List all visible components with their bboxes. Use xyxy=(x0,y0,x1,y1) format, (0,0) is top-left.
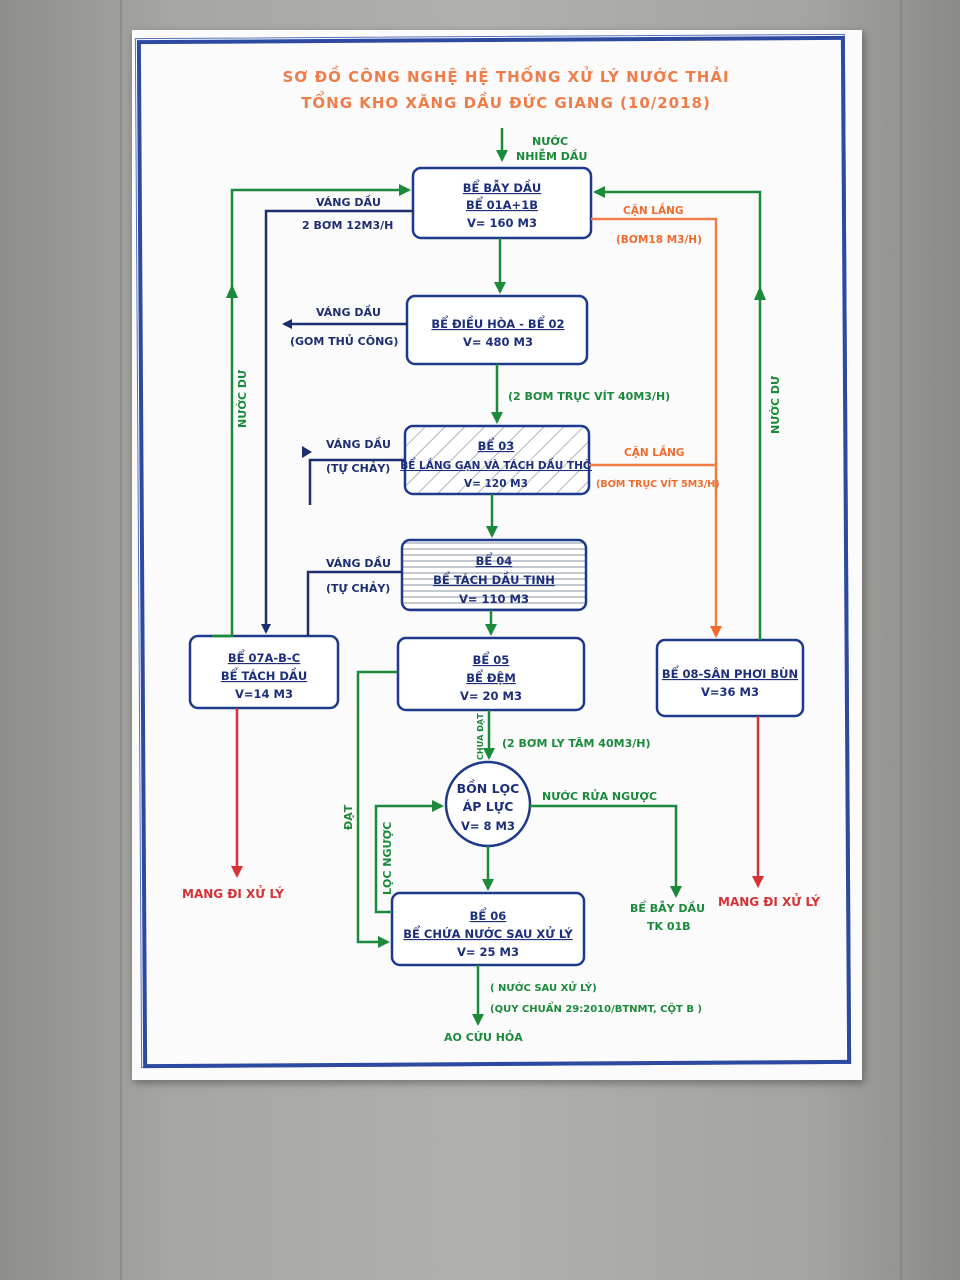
flow-backwash-water xyxy=(530,804,682,898)
tank-07-line1: BỂ 07A-B-C xyxy=(228,648,300,665)
oil-trap-out-line2: TK 01B xyxy=(647,920,691,933)
filter-line2: ÁP LỰC xyxy=(463,799,514,814)
flow-backwash-loop xyxy=(374,800,444,914)
filter-volume: V= 8 M3 xyxy=(461,819,515,833)
flow-up-arrowhead xyxy=(226,284,238,298)
flow-07-excess-to-01 xyxy=(212,184,411,638)
disposal-right-label: MANG ĐI XỬ LÝ xyxy=(718,893,820,909)
diagram-title-line1: SƠ ĐỒ CÔNG NGHỆ HỆ THỐNG XỬ LÝ NƯỚC THẢI xyxy=(282,64,729,86)
not-qualified-label: CHƯA ĐẠT xyxy=(476,713,485,760)
tank-07-volume: V=14 M3 xyxy=(235,687,293,701)
tank-04-box xyxy=(400,538,588,612)
flow-08-excess-to-01 xyxy=(593,186,762,640)
tank-03-line2: BỂ LẮNG GẠN VÀ TÁCH DẦU THÔ xyxy=(400,457,592,472)
backwash-label: LỌC NGƯỢC xyxy=(381,822,394,895)
backwash-water-label: NƯỚC RỬA NGƯỢC xyxy=(542,789,657,803)
tank-06-line1: BỂ 06 xyxy=(470,906,507,923)
tank-04-line2: BỂ TÁCH DẦU TINH xyxy=(433,570,555,587)
tank-05-line1: BỂ 05 xyxy=(473,650,510,667)
tank-01-line1: BỂ BẪY DẦU xyxy=(463,178,541,195)
gravity-label-1: (TỰ CHẢY) xyxy=(326,461,390,475)
flow-05-qualified-to-06 xyxy=(356,670,398,948)
tank-04-volume: V= 110 M3 xyxy=(459,592,529,606)
tank-03-volume: V= 120 M3 xyxy=(464,478,528,490)
tank-06-volume: V= 25 M3 xyxy=(457,945,519,959)
pump-screw-5-label: (BƠM TRỤC VÍT 5M3/H) xyxy=(596,478,720,490)
qualified-label: ĐẠT xyxy=(342,804,355,830)
fire-pond-label: AO CỨU HỎA xyxy=(444,1030,523,1044)
tank-03-line1: BỂ 03 xyxy=(478,436,515,453)
disposal-left-label: MANG ĐI XỬ LÝ xyxy=(182,885,284,901)
tank-01-volume: V= 160 M3 xyxy=(467,216,537,230)
tank-05-line2: BỂ ĐỆM xyxy=(466,668,516,685)
oil-skim-label-3: VÁNG DẦU xyxy=(326,437,391,451)
tank-06-line2: BỂ CHỨA NƯỚC SAU XỬ LÝ xyxy=(403,924,573,941)
diagram-title-line2: TỔNG KHO XĂNG DẦU ĐỨC GIANG (10/2018) xyxy=(301,90,711,112)
pump-18-label: (BƠM18 M3/H) xyxy=(616,234,702,246)
pump-12-label: 2 BƠM 12M3/H xyxy=(302,219,393,232)
standard-label: (QUY CHUẨN 29:2010/BTNMT, CỘT B ) xyxy=(490,1000,702,1015)
oil-skim-label-4: VÁNG DẦU xyxy=(326,556,391,570)
tank-01-box xyxy=(411,166,593,240)
tank-07-line2: BỂ TÁCH DẦU xyxy=(221,666,307,683)
filter-line1: BỒN LỌC xyxy=(457,779,520,796)
tank-04-line1: BỂ 04 xyxy=(476,551,513,568)
tank-02-volume: V= 480 M3 xyxy=(463,335,533,349)
sludge-label-1: CẶN LẮNG xyxy=(623,202,684,217)
tank-01-line2: BỂ 01A+1B xyxy=(466,195,538,212)
treated-water-label: ( NƯỚC SAU XỬ LÝ) xyxy=(490,980,597,994)
tank-06-box xyxy=(390,891,586,967)
sludge-label-2: CẶN LẮNG xyxy=(624,444,685,459)
tank-08-volume: V=36 M3 xyxy=(701,685,759,699)
tank-08-box xyxy=(655,638,805,718)
input-label-line2: NHIỄM DẦU xyxy=(516,148,587,163)
oil-03-arrowhead xyxy=(302,446,312,458)
excess-water-left-label: NƯỚC DƯ xyxy=(236,369,249,428)
wall-seam xyxy=(900,0,902,1280)
oil-skim-label-2: VÁNG DẦU xyxy=(316,305,381,319)
flow-oil-01-to-07 xyxy=(261,209,413,634)
gravity-label-2: (TỰ CHẢY) xyxy=(326,581,390,595)
flow-sludge-01-to-08 xyxy=(591,217,722,638)
tank-02-line1: BỂ ĐIỀU HÒA - BỂ 02 xyxy=(431,314,564,331)
flow-oil-03-to-07 xyxy=(308,458,405,505)
tank-07-box xyxy=(188,634,340,710)
manual-collect-label: (GOM THỦ CÔNG) xyxy=(290,334,398,348)
tank-05-box xyxy=(396,636,586,712)
pump-centrifugal-label: (2 BƠM LY TÂM 40M3/H) xyxy=(502,737,650,750)
pump-screw-40-label: (2 BƠM TRỤC VÍT 40M3/H) xyxy=(508,390,670,403)
tank-08-line1: BỂ 08-SÂN PHƠI BÙN xyxy=(662,664,798,681)
oil-skim-label-1: VÁNG DẦU xyxy=(316,195,381,209)
flow-up-arrowhead-right xyxy=(754,286,766,300)
wall-seam xyxy=(120,0,122,1280)
tank-05-volume: V= 20 M3 xyxy=(460,689,522,703)
excess-water-right-label: NƯỚC DƯ xyxy=(769,375,782,434)
input-label-line1: NƯỚC xyxy=(532,135,568,148)
flow-oil-04-to-07 xyxy=(306,570,402,636)
oil-trap-out-line1: BỂ BẪY DẦU xyxy=(630,900,705,915)
